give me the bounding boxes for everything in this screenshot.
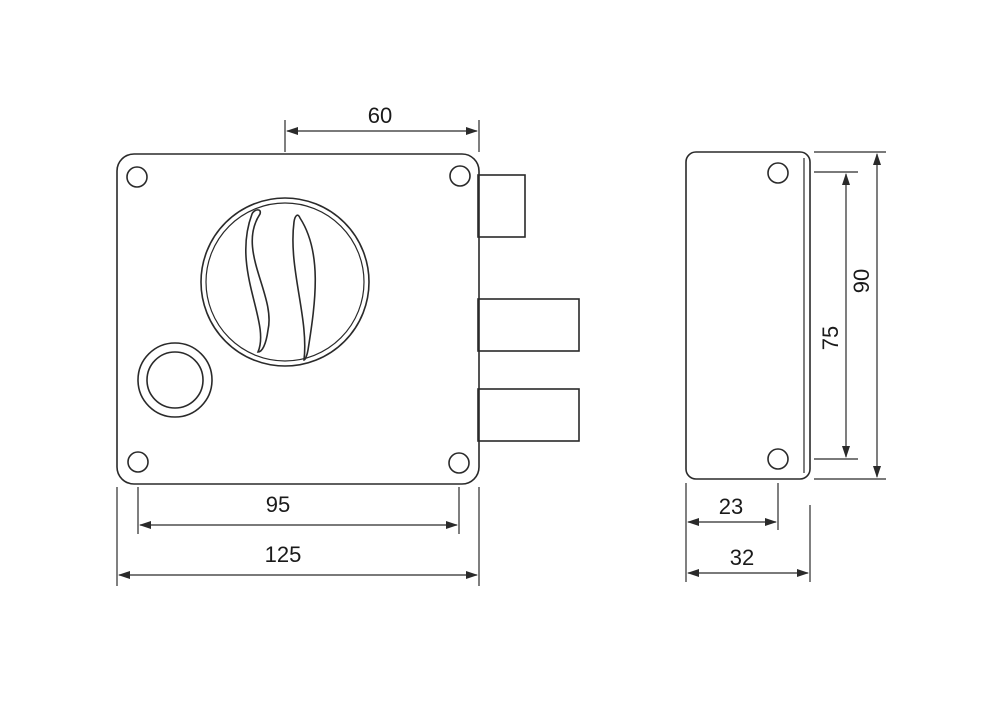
side-view — [685, 151, 811, 480]
knob-left-grip — [245, 209, 270, 353]
middle-dead-bolt — [477, 298, 580, 352]
bottom-dead-bolt — [477, 388, 580, 442]
top-latch-bolt — [477, 174, 526, 238]
key-cylinder-outer — [137, 342, 213, 418]
knob-right-grip — [292, 214, 317, 361]
side-screw-hole-bottom — [767, 448, 789, 470]
screw-hole-top-left — [126, 166, 148, 188]
dim-label-inner-width: 95 — [266, 492, 290, 517]
screw-hole-bottom-left — [127, 451, 149, 473]
dim-label-top-width: 60 — [368, 103, 392, 128]
dim-label-side-inner-depth: 23 — [719, 494, 743, 519]
dim-label-side-total-height: 90 — [849, 269, 874, 293]
lock-body-plate — [116, 153, 480, 485]
side-screw-hole-top — [767, 162, 789, 184]
knob-inner-ring — [205, 202, 365, 362]
front-dimensions: 60 95 125 — [116, 103, 480, 586]
dim-label-total-width: 125 — [265, 542, 302, 567]
key-cylinder-inner — [146, 351, 204, 409]
screw-hole-bottom-right — [448, 452, 470, 474]
knob-outer-ring — [200, 197, 370, 367]
front-view — [116, 153, 580, 485]
screw-hole-top-right — [449, 165, 471, 187]
dim-label-side-inner-height: 75 — [818, 326, 843, 350]
lock-body-side — [685, 151, 811, 480]
side-dimensions: 23 32 75 90 — [685, 151, 886, 582]
dim-label-side-total-depth: 32 — [730, 545, 754, 570]
knob — [200, 197, 370, 367]
